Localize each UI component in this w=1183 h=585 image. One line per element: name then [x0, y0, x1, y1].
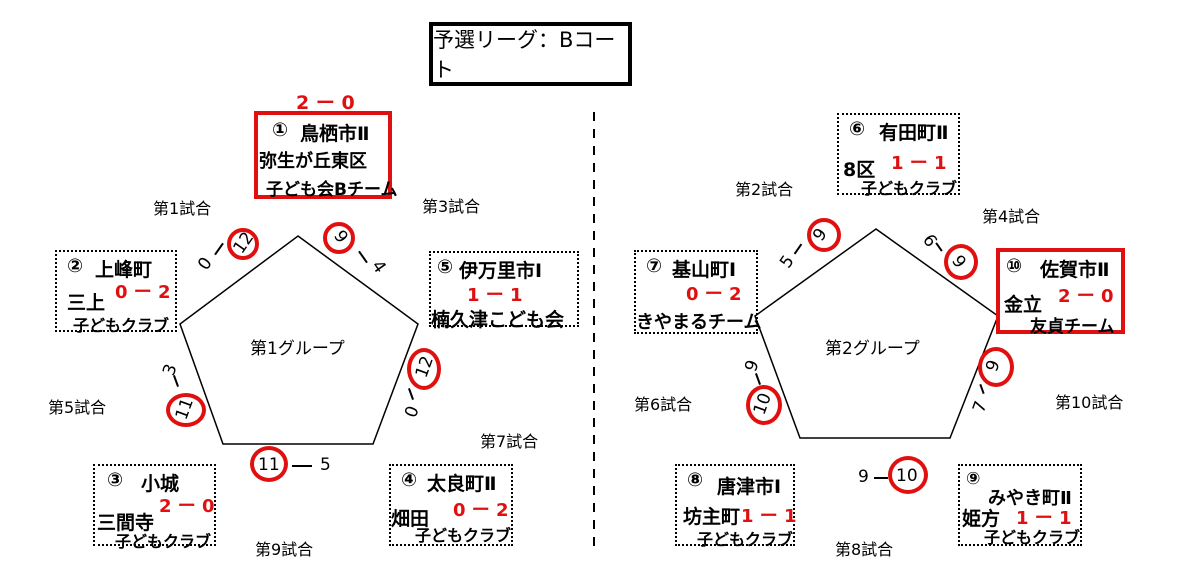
page-title: 予選リーグ：Bコート: [429, 22, 632, 86]
team9-record: 1 ー 1: [1016, 508, 1072, 529]
team7-number: ⑦: [646, 255, 663, 277]
team6-record: 1 ー 1: [891, 153, 947, 174]
team5-sub1: 楠久津こども会: [431, 309, 565, 331]
match4-label: 第4試合: [982, 207, 1041, 226]
team1-sub1: 弥生が丘東区: [259, 151, 367, 172]
team3-box: ③ 小城 2 ー 0 三間寺 子どもクラブ: [93, 464, 216, 551]
team9-box: ⑨ みやき町Ⅱ 姫方 1 ー 1 子どもクラブ: [958, 464, 1082, 547]
team7-record: 0 ー 2: [686, 284, 742, 305]
score9-dash: [292, 465, 312, 467]
score8-dash: [874, 477, 888, 479]
team3-record: 2 ー 0: [159, 496, 215, 517]
match10-label: 第10試合: [1055, 393, 1124, 412]
group1-pentagon: [179, 235, 419, 445]
team8-number: ⑧: [687, 469, 704, 491]
team10-record: 2 ー 0: [1058, 286, 1114, 307]
score8-right: 10: [896, 466, 918, 486]
score4-winner-ring: [944, 244, 978, 280]
team10-sub2: 友貞チーム: [1030, 317, 1115, 337]
team9-name: みやき町Ⅱ: [988, 488, 1072, 509]
score8-left: 9: [858, 467, 869, 487]
match7-label: 第7試合: [480, 432, 539, 451]
team5-box: ⑤ 伊万里市Ⅰ 1 ー 1 楠久津こども会: [429, 251, 579, 331]
match2-label: 第2試合: [735, 180, 794, 199]
team10-sub1: 金立: [1004, 294, 1043, 316]
team10-name: 佐賀市Ⅱ: [1040, 259, 1110, 281]
team9-sub2: 子どもクラブ: [984, 528, 1081, 547]
team8-sub2: 子どもクラブ: [697, 530, 794, 549]
score5-winner-ring: [166, 393, 206, 427]
team1-record: 2 ー 0: [296, 92, 355, 114]
team4-number: ④: [401, 469, 418, 491]
score10-winner-ring: [978, 347, 1014, 387]
team2-sub1: 三上: [67, 292, 106, 314]
team4-name: 太良町Ⅱ: [427, 473, 497, 495]
score9-left: 11: [258, 455, 280, 475]
score7-winner-ring: [407, 348, 441, 390]
team8-box: ⑧ 唐津市Ⅰ 坊主町 1 ー 1 子どもクラブ: [675, 464, 797, 549]
team3-number: ③: [107, 469, 124, 491]
team5-record: 1 ー 1: [467, 285, 523, 306]
team3-sub2: 子どもクラブ: [115, 532, 212, 551]
score2-winner-ring: [807, 218, 841, 252]
team6-sub2: 子どもクラブ: [861, 179, 958, 198]
match5-label: 第5試合: [48, 398, 107, 417]
team8-record: 1 ー 1: [741, 506, 797, 527]
score3-winner-ring: [323, 222, 355, 254]
team6-name: 有田町Ⅱ: [879, 122, 949, 144]
team5-number: ⑤: [437, 256, 454, 278]
match9-label: 第9試合: [255, 540, 314, 559]
team1-sub2: 子ども会Bチーム: [266, 180, 398, 200]
team8-name: 唐津市Ⅰ: [717, 476, 782, 498]
score8-winner-ring: [888, 456, 928, 494]
team4-sub1: 畑田: [391, 508, 430, 530]
team4-box: ④ 太良町Ⅱ 0 ー 2 畑田 子どもクラブ: [389, 464, 513, 546]
team1-number: ①: [272, 119, 289, 141]
team9-sub1: 姫方: [962, 508, 1001, 530]
team7-sub1: きやまるチーム: [636, 312, 762, 333]
score9-winner-ring: [250, 446, 288, 482]
team1-box: ① 鳥栖市Ⅱ 弥生が丘東区 子ども会Bチーム: [254, 111, 397, 200]
team7-name: 基山町Ⅰ: [672, 259, 737, 281]
team7-box: ⑦ 基山町Ⅰ 0 ー 2 きやまるチーム: [634, 250, 762, 334]
match3-label: 第3試合: [422, 197, 481, 216]
group1-label: 第1グループ: [250, 339, 345, 359]
team3-name: 小城: [141, 473, 180, 495]
team6-box: ⑥ 有田町Ⅱ 8区 1 ー 1 子どもクラブ: [837, 113, 960, 198]
score9-right: 5: [320, 455, 331, 475]
team10-box: ⑩ 佐賀市Ⅱ 金立 2 ー 0 友貞チーム: [996, 248, 1125, 337]
team4-sub2: 子どもクラブ: [415, 526, 512, 545]
team2-record: 0 ー 2: [115, 282, 171, 303]
match1-label: 第1試合: [153, 199, 212, 218]
score6-winner-ring: [746, 385, 782, 425]
team2-box: ② 上峰町 0 ー 2 三上 子どもクラブ: [55, 250, 177, 335]
group2-label: 第2グループ: [825, 339, 920, 359]
match8-label: 第8試合: [835, 540, 894, 559]
team8-sub1: 坊主町: [683, 506, 741, 528]
team4-record: 0 ー 2: [453, 500, 509, 521]
team2-sub2: 子どもクラブ: [73, 316, 170, 335]
team2-name: 上峰町: [95, 259, 153, 281]
team6-sub1: 8区: [843, 159, 876, 181]
team1-name: 鳥栖市Ⅱ: [300, 123, 370, 145]
team6-number: ⑥: [849, 118, 866, 140]
score1-winner-ring: [227, 228, 259, 260]
team2-number: ②: [67, 255, 84, 277]
match6-label: 第6試合: [634, 395, 693, 414]
team10-number: ⑩: [1006, 255, 1023, 277]
group2-pentagon: [754, 228, 999, 439]
team9-number: ⑨: [966, 469, 981, 489]
team3-sub1: 三間寺: [97, 512, 155, 534]
team5-name: 伊万里市Ⅰ: [459, 260, 543, 282]
